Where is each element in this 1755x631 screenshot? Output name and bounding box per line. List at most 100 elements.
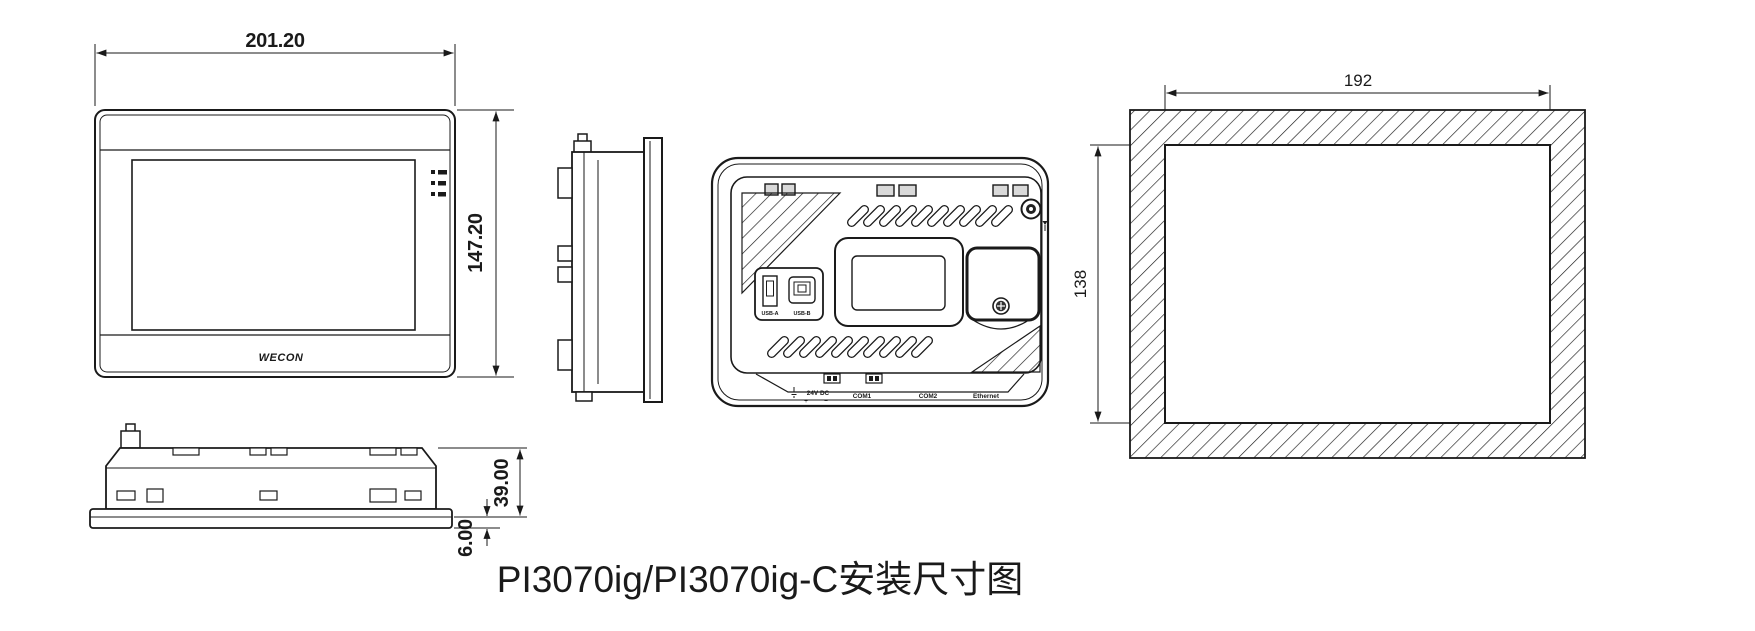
led-label-mark — [438, 181, 446, 186]
clip — [992, 184, 1009, 197]
cover-plate — [965, 246, 1041, 322]
led-dot — [431, 181, 435, 185]
vent-slots-upper — [846, 204, 1014, 228]
led-indicators — [431, 170, 447, 197]
vent-slots-lower — [766, 335, 934, 359]
side-view — [557, 133, 663, 403]
vent-slot — [958, 204, 982, 228]
dimension-label: 6.00 — [455, 519, 477, 557]
nameplate-window — [851, 255, 946, 311]
front-inner-frame — [99, 114, 451, 373]
terminal-pin — [827, 376, 831, 381]
terminal-tabs — [823, 373, 883, 384]
slot — [172, 447, 200, 456]
ground-icon — [790, 387, 798, 398]
vent-slot — [798, 335, 822, 359]
power-terminal-labels: 24V DC + − — [790, 387, 830, 405]
vent-slot — [894, 335, 918, 359]
clip — [898, 184, 917, 197]
mounting-clip-slot — [557, 339, 573, 371]
led-label-mark — [438, 170, 447, 175]
rear-inner-panel — [730, 176, 1042, 374]
power-plus-label: + — [804, 398, 808, 405]
corner-brace-hatched-bottomright — [970, 324, 1041, 373]
cutout — [146, 488, 164, 503]
clip — [1012, 184, 1029, 197]
vent-slot — [846, 204, 870, 228]
led-label-mark — [438, 192, 446, 197]
connector-cutouts — [116, 488, 422, 503]
slot — [400, 447, 418, 456]
side-bottom-tab — [575, 391, 593, 402]
vent-slot — [766, 335, 790, 359]
antenna-connector-pin — [1029, 207, 1033, 211]
bottom-connector-tray — [755, 373, 1025, 393]
vent-slot — [926, 204, 950, 228]
antenna-stub — [120, 430, 141, 449]
vent-slot — [782, 335, 806, 359]
front-bezel-slab — [89, 508, 453, 529]
rear-mid-shell — [717, 163, 1043, 401]
led-dot — [431, 170, 435, 174]
side-bezel — [643, 137, 663, 403]
dimension-depth-39: 39.00 — [438, 447, 527, 518]
dimension-cutout-width-192: 192 — [1164, 71, 1551, 110]
vent-slot — [990, 204, 1014, 228]
nameplate-recess — [834, 237, 964, 327]
side-body — [571, 151, 645, 393]
power-label: 24V DC — [807, 390, 830, 397]
bottom-view: 39.00 6.00 — [89, 423, 527, 557]
dimension-label: 138 — [1071, 270, 1090, 298]
vent-slot — [878, 204, 902, 228]
usb-a-port — [762, 275, 778, 307]
vent-slot — [910, 335, 934, 359]
dimension-cutout-height-138: 138 — [1071, 144, 1130, 424]
usb-b-port — [788, 276, 816, 304]
usb-b-inner — [793, 281, 811, 296]
com2-label: COM2 — [919, 393, 938, 400]
brand-logo: WECON — [259, 352, 304, 364]
dimension-bezel-6: 6.00 — [454, 499, 500, 557]
usb-b-core — [797, 284, 807, 293]
vent-slot — [814, 335, 838, 359]
usb-a-label: USB-A — [761, 311, 778, 317]
cutout — [116, 490, 136, 501]
cutout — [404, 490, 422, 501]
usb-b-label: USB-B — [793, 311, 810, 317]
cover-arc — [972, 319, 1030, 330]
usb-compartment: USB-A USB-B — [754, 267, 824, 321]
mounting-clip-slot — [557, 245, 573, 262]
ethernet-label: Ethernet — [973, 393, 1000, 400]
antenna-connector — [1020, 198, 1042, 220]
mounting-clip-slot — [557, 167, 573, 199]
antenna-icon-head — [1042, 221, 1048, 225]
cutout — [259, 490, 278, 501]
rear-view: USB-A USB-B — [710, 156, 1050, 408]
slot — [270, 447, 288, 456]
front-view: WECON 201.20 147.20 — [94, 30, 514, 378]
vent-slot — [846, 335, 870, 359]
dimension-label: 201.20 — [245, 30, 305, 52]
panel-cutout-view: 192 138 — [1071, 71, 1586, 459]
vent-slot — [894, 204, 918, 228]
cutout — [369, 488, 397, 503]
top-edge-slots — [172, 447, 418, 456]
dimension-label: 192 — [1344, 71, 1372, 90]
vent-slot — [910, 204, 934, 228]
vent-slot — [878, 335, 902, 359]
terminal-pin — [875, 376, 879, 381]
vent-slot — [942, 204, 966, 228]
dimension-width-201: 201.20 — [94, 30, 456, 106]
touch-screen — [131, 159, 416, 331]
vent-slot — [862, 204, 886, 228]
cutout-opening — [1164, 144, 1551, 424]
drawing-title: PI3070ig/PI3070ig-C安装尺寸图 — [497, 559, 1023, 600]
terminal-pin — [869, 376, 873, 381]
com1-label: COM1 — [853, 393, 872, 400]
clip — [876, 184, 895, 197]
dimension-label: 39.00 — [491, 459, 513, 508]
usb-a-tongue — [766, 280, 774, 297]
vent-slot — [862, 335, 886, 359]
